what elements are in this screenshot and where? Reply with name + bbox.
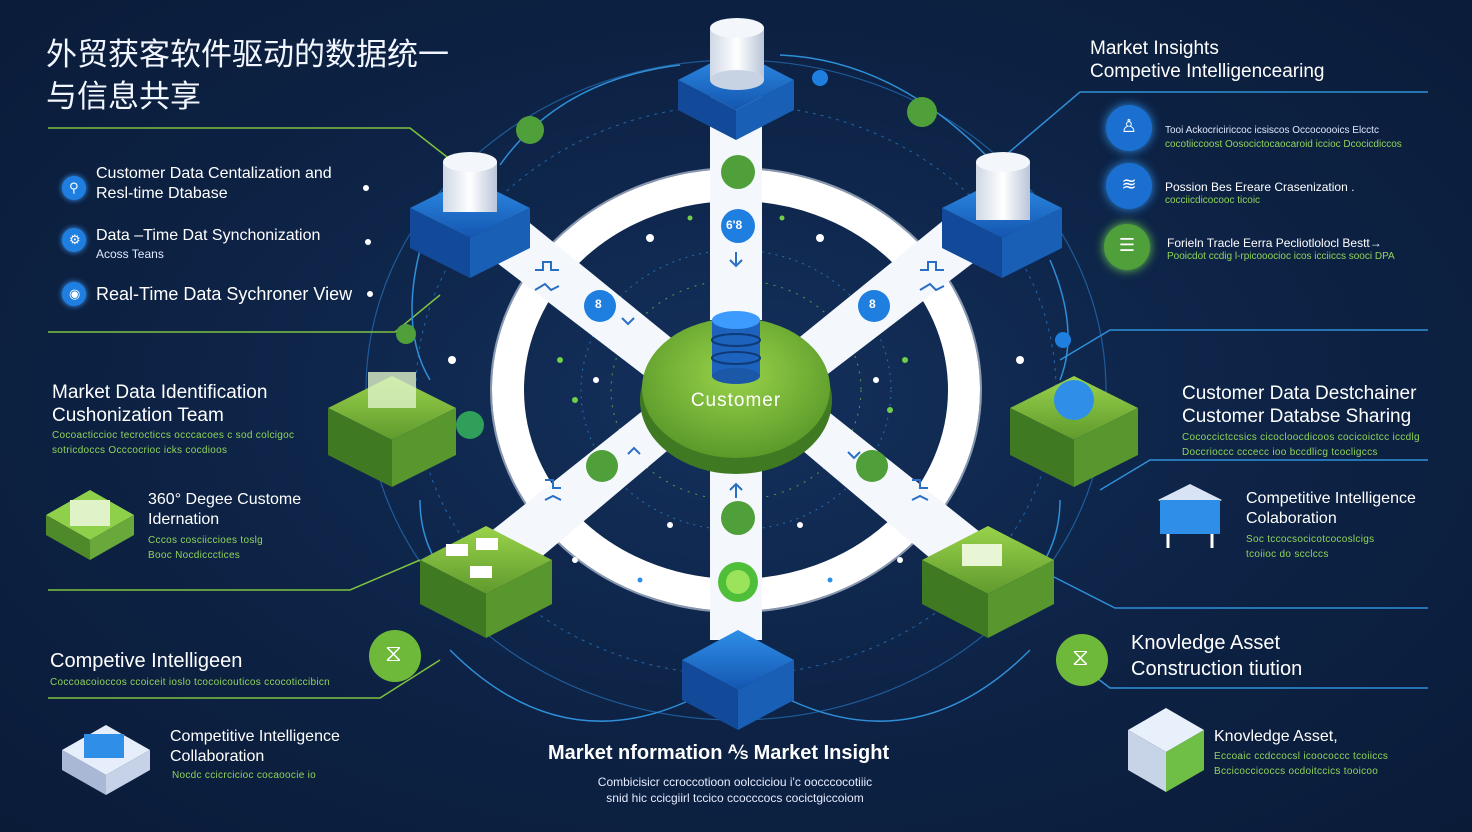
left-item-1: Customer Data Centalization and Resl-tim… (96, 164, 332, 204)
left-360-sub: Cccos cosciiccioes toslg Booc Nocdicccti… (148, 533, 263, 563)
right-competitive-title: Competitive Intelligence Colaboration (1246, 489, 1416, 529)
left-360-sub-line2: Booc Nocdiccctices (148, 550, 241, 561)
orbit-icons (369, 70, 1108, 686)
right-header-line2: Competive Intelligencearing (1090, 61, 1325, 82)
spoke-badge-top: 6'8 (726, 218, 743, 232)
right-knowledge-title-line1: Knovledge Asset (1131, 632, 1280, 654)
stack-top-database (678, 18, 794, 140)
right-knowledge-title-line2: Construction tiution (1131, 658, 1303, 680)
stack-topleft-database (410, 152, 530, 278)
hourglass-icon: ⧖ (385, 640, 402, 667)
user-icon: ♙ (1106, 105, 1152, 151)
left-market-title-line1: Market Data Identification (52, 382, 268, 403)
right-item-2-sub: cocciicdicocooc ticoic (1165, 195, 1261, 206)
left-360-title-line2: Idernation (148, 511, 220, 528)
center-customer-label: Customer (690, 390, 782, 411)
left-market-sub: Cocoacticcioc tecrocticcs occcacoes c so… (52, 428, 294, 458)
cube-left-collab (62, 725, 150, 795)
fingerprint-icon: ≋ (1106, 163, 1152, 209)
gear-icon: ⚙ (62, 228, 86, 252)
left-competitive-sub: Coccoacoioccos ccoiceit ioslo tcocoicout… (50, 677, 331, 688)
right-item-2: Possion Bes Ereare Crasenization . cocci… (1165, 180, 1354, 208)
stack-bottom-box (682, 630, 794, 730)
right-item-1-title: Tooi Ackocriciriccoc icsiscos Occocoooic… (1165, 125, 1379, 136)
stack-left-green (328, 372, 456, 487)
pin-icon: ⚲ (62, 176, 86, 200)
green-burst (718, 562, 758, 602)
left-item-1-line1: Customer Data Centalization and (96, 165, 332, 182)
hourglass-icon: ⧖ (1072, 644, 1089, 671)
page-title: 外贸获客软件驱动的数据统一 与信息共享 (46, 34, 449, 118)
left-item-2-line2: Acoss Teans (96, 247, 164, 261)
left-bottom-title-line2: Collaboration (170, 748, 265, 765)
right-knowledge2-sub: Eccoaic ccdccocsl icoococcc tcoiiccs Bcc… (1214, 749, 1388, 779)
stack-lowright-green (922, 526, 1054, 638)
cube-right-collab (1158, 484, 1222, 548)
bottom-title: Market nformation ⅍ Market Insight (548, 742, 890, 764)
right-customer-title-line1: Customer Data Destchainer (1182, 383, 1417, 404)
right-customer-sub: Cococcictccsics cicocloocdicoos cocicoic… (1182, 430, 1420, 460)
page-title-line2: 与信息共享 (46, 79, 201, 115)
cube-left-360 (46, 490, 134, 560)
left-item-3: Real-Time Data Sychroner View (96, 284, 353, 304)
left-item-2: Data –Time Dat Synchonization Acoss Tean… (96, 226, 320, 262)
right-competitive-sub-line1: Soc tccocsocicotcocoslcigs (1246, 534, 1375, 545)
database-icon: ◉ (62, 282, 86, 306)
cube-right-knowledge (1128, 708, 1204, 792)
right-competitive-title-line2: Colaboration (1246, 510, 1337, 527)
right-knowledge-title: Knovledge Asset Construction tiution (1131, 630, 1302, 682)
left-item-2-line1: Data –Time Dat Synchonization (96, 227, 321, 244)
bottom-sub-line1: Combicisicr ccroccotioon oolcciciou i'c … (597, 775, 873, 789)
spoke-glyphs (534, 252, 945, 501)
spoke-badge-right: 8 (869, 297, 876, 311)
right-header: Market Insights Competive Intelligencear… (1090, 37, 1324, 83)
left-item-1-line2: Resl-time Dtabase (96, 185, 228, 202)
right-item-1: Tooi Ackocriciriccoc icsiscos Occocoooic… (1165, 124, 1402, 152)
central-hub (640, 311, 832, 474)
right-customer-sub-line2: Doccrioccc cccecc ioo bccdlicg tcocligcc… (1182, 447, 1378, 458)
left-360-title: 360° Degee Custome Idernation (148, 490, 301, 530)
right-competitive-title-line1: Competitive Intelligence (1246, 490, 1416, 507)
left-bottom-title: Competitive Intelligence Collaboration (170, 727, 340, 767)
bottom-sub-line2: snid hic ccicgiirl tccico ccocccocs coci… (606, 791, 864, 805)
right-item-3-sub: Pooicdot ccdig l-rpicooocioc icos icciic… (1167, 251, 1395, 262)
left-bottom-title-line1: Competitive Intelligence (170, 728, 340, 745)
left-360-sub-line1: Cccos cosciiccioes toslg (148, 535, 264, 546)
right-customer-title-line2: Customer Databse Sharing (1182, 406, 1412, 427)
right-knowledge2-title: Knovledge Asset, (1214, 728, 1338, 745)
left-market-title-line2: Cushonization Team (52, 405, 224, 426)
stack-right-green (1010, 376, 1138, 487)
spoke-badge-left: 8 (595, 297, 602, 311)
right-competitive-sub-line2: tcoiioc do scclccs (1246, 549, 1329, 560)
right-knowledge2-sub-line2: Bccicoccicoccs ocdoitccics tooicoo (1214, 766, 1379, 777)
right-knowledge2-sub-line1: Eccoaic ccdccocsl icoococcc tcoiiccs (1214, 751, 1389, 762)
right-customer-sub-line1: Cococcictccsics cicocloocdicoos cocicoic… (1182, 432, 1420, 443)
page-title-line1: 外贸获客软件驱动的数据统一 (46, 37, 449, 73)
left-market-sub-line1: Cocoacticcioc tecrocticcs occcacoes c so… (52, 430, 295, 441)
left-360-title-line1: 360° Degee Custome (148, 491, 302, 508)
right-item-2-title: Possion Bes Ereare Crasenization . (1165, 180, 1355, 194)
bottom-sub: Combicisicr ccroccotioon oolcciciou i'c … (560, 774, 910, 806)
stack-topright-database (942, 152, 1062, 278)
left-competitive-title: Competive Intelligeen (50, 650, 243, 672)
left-market-sub-line2: sotricdoccs Occcocrioc icks cocdioos (52, 445, 228, 456)
right-header-line1: Market Insights (1090, 38, 1219, 59)
right-customer-title: Customer Data Destchainer Customer Datab… (1182, 382, 1416, 428)
left-bottom-sub: Nocdc ccicrcicioc cocaoocie io (172, 770, 317, 781)
right-item-3-title: Forieln Tracle Eerra Pecliotlolocl Bestt… (1167, 236, 1382, 250)
right-competitive-sub: Soc tccocsocicotcocoslcigs tcoiioc do sc… (1246, 532, 1374, 562)
document-icon: ☰ (1104, 224, 1150, 270)
stack-lowleft-green (420, 526, 552, 638)
left-market-title: Market Data Identification Cushonization… (52, 381, 267, 427)
right-item-3: Forieln Tracle Eerra Pecliotlolocl Bestt… (1167, 236, 1395, 264)
right-item-1-sub: cocotiiccoost Oosocictocaocaroid iccioc … (1165, 139, 1402, 150)
